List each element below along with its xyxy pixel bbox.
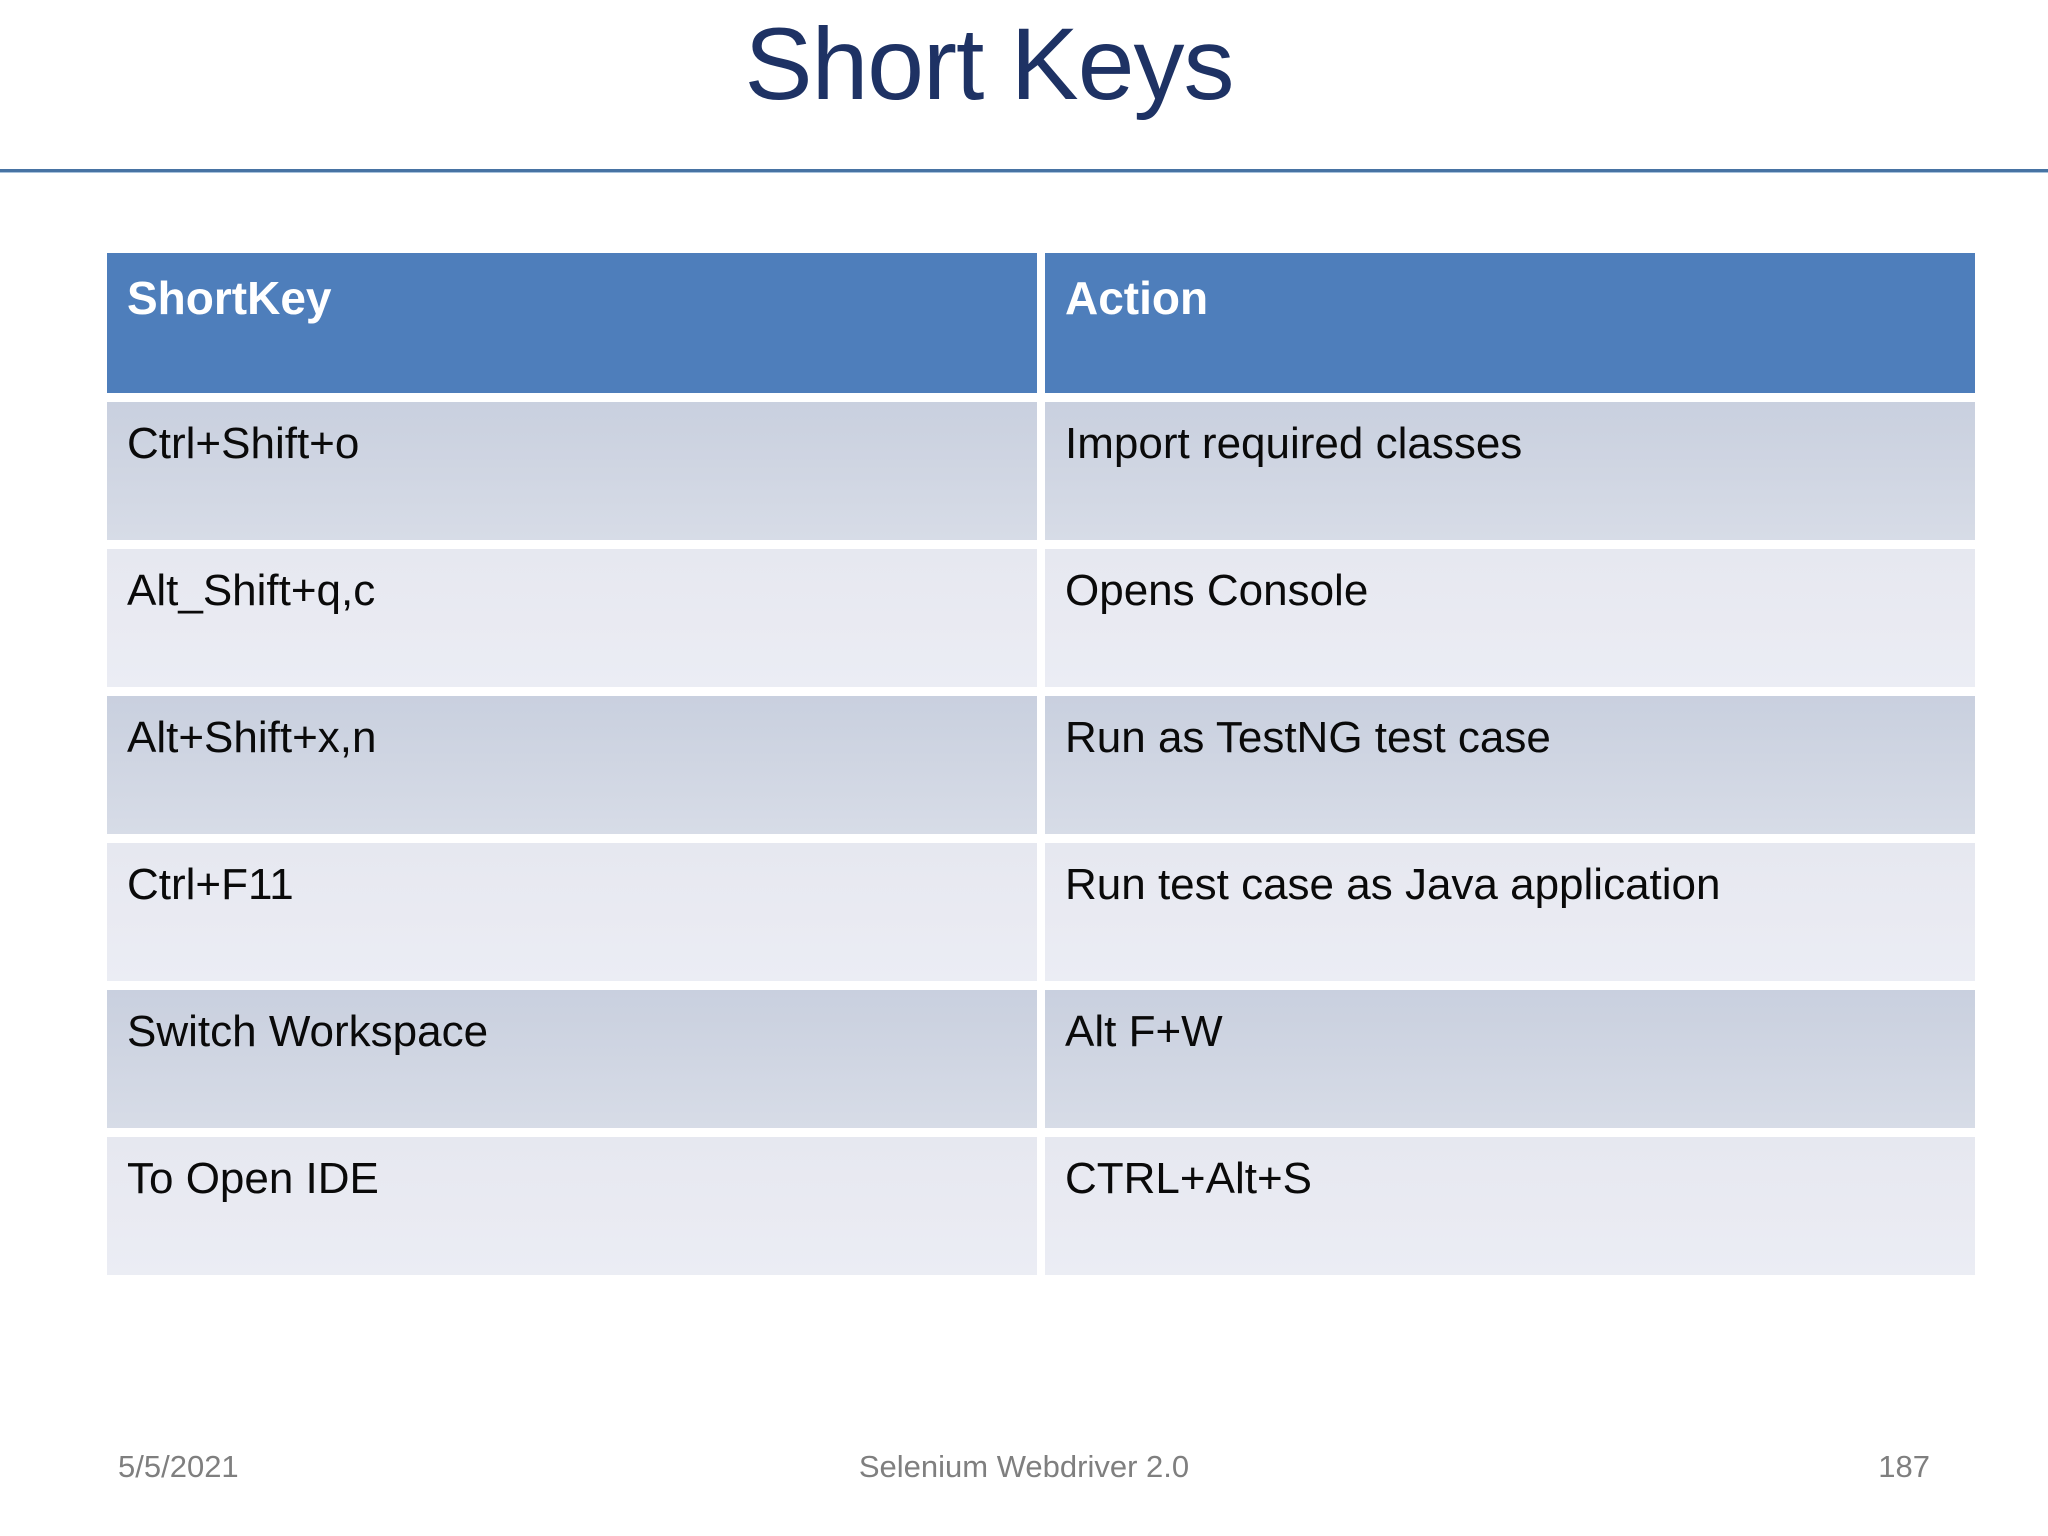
- shortkey-cell: To Open IDE: [107, 1137, 1037, 1275]
- shortkey-cell: Alt+Shift+x,n: [107, 696, 1037, 834]
- action-cell: Opens Console: [1045, 549, 1975, 687]
- shortkey-cell: Switch Workspace: [107, 990, 1037, 1128]
- shortkey-cell: Alt_Shift+q,c: [107, 549, 1037, 687]
- title-divider: [0, 169, 2048, 173]
- shortkey-cell: Ctrl+Shift+o: [107, 402, 1037, 540]
- footer-deck-title: Selenium Webdriver 2.0: [858, 1449, 1190, 1484]
- action-cell: Alt F+W: [1045, 990, 1975, 1128]
- table-header-shortkey: ShortKey: [107, 253, 1037, 393]
- action-cell: CTRL+Alt+S: [1045, 1137, 1975, 1275]
- action-cell: Import required classes: [1045, 402, 1975, 540]
- table-header-action: Action: [1045, 253, 1975, 393]
- footer-page-number: 187: [1878, 1449, 1930, 1484]
- page-title: Short Keys: [744, 7, 1235, 121]
- action-cell: Run as TestNG test case: [1045, 696, 1975, 834]
- action-cell: Run test case as Java application: [1045, 843, 1975, 981]
- shortkey-cell: Ctrl+F11: [107, 843, 1037, 981]
- shortcuts-table: ShortKey Action Ctrl+Shift+o Import requ…: [107, 253, 1975, 1275]
- footer-date: 5/5/2021: [118, 1449, 239, 1484]
